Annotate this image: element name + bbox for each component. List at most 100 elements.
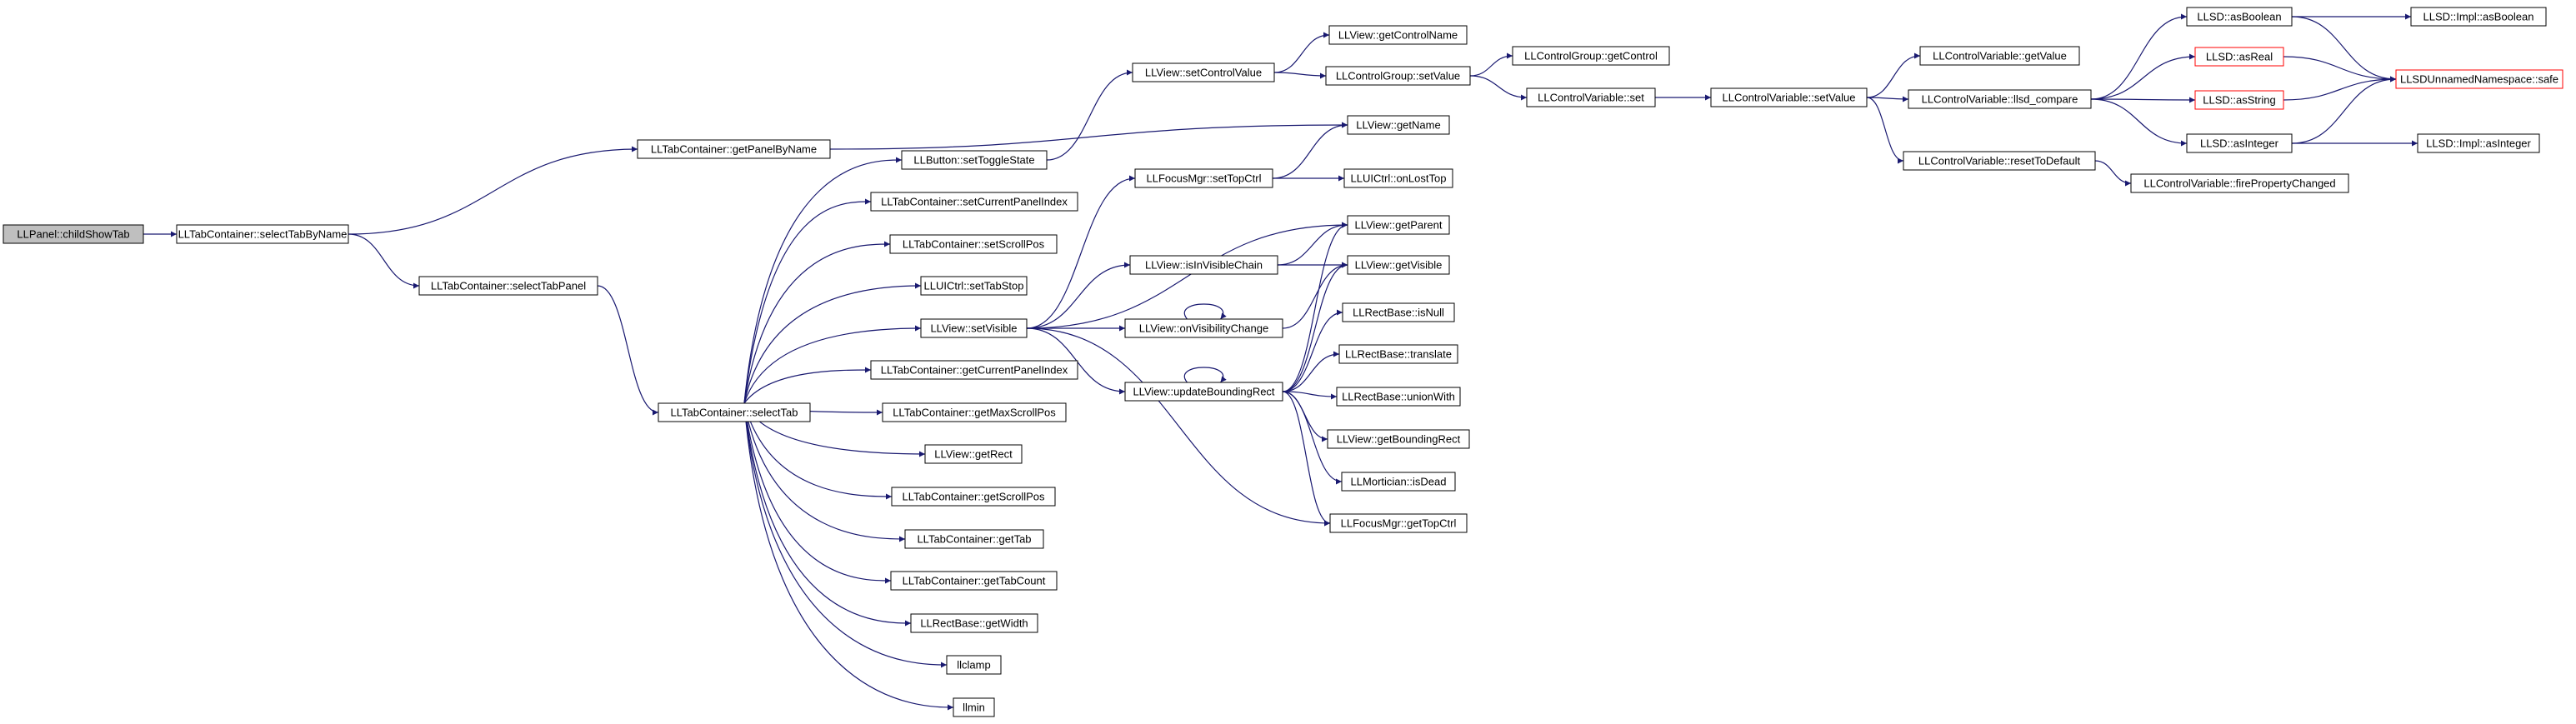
node-box[interactable] <box>1129 255 1278 275</box>
node-box[interactable] <box>1903 151 2096 171</box>
node-box[interactable] <box>1347 215 1450 235</box>
node-box[interactable] <box>910 613 1038 633</box>
node-box[interactable] <box>658 402 811 422</box>
node-box[interactable] <box>953 697 995 717</box>
node-box[interactable] <box>1342 302 1455 322</box>
node-box[interactable] <box>2410 7 2547 27</box>
node-box[interactable] <box>2395 69 2563 89</box>
graph-node[interactable]: LLTabContainer::setScrollPos <box>889 234 1058 254</box>
node-box[interactable] <box>1908 89 2092 109</box>
node-box[interactable] <box>1341 472 1456 492</box>
graph-node[interactable]: LLView::getVisible <box>1347 255 1450 275</box>
node-box[interactable] <box>946 655 1002 675</box>
graph-node[interactable]: LLTabContainer::selectTabByName <box>176 224 349 244</box>
graph-node[interactable]: LLSDUnnamedNamespace::safe <box>2395 69 2563 89</box>
node-box[interactable] <box>924 444 1023 464</box>
node-box[interactable] <box>920 276 1028 296</box>
graph-node[interactable]: LLRectBase::isNull <box>1342 302 1455 322</box>
graph-node[interactable]: LLView::getControlName <box>1328 25 1468 45</box>
node-box[interactable] <box>1124 382 1283 402</box>
graph-node[interactable]: LLControlVariable::llsd_compare <box>1908 89 2092 109</box>
graph-node[interactable]: LLUICtrl::onLostTop <box>1343 168 1453 188</box>
graph-node[interactable]: LLSD::asReal <box>2194 47 2284 67</box>
node-box[interactable] <box>1526 87 1656 107</box>
graph-node[interactable]: LLSD::asBoolean <box>2186 7 2293 27</box>
node-box[interactable] <box>3 224 144 244</box>
graph-node[interactable]: LLControlVariable::getValue <box>1919 46 2080 66</box>
graph-node[interactable]: LLPanel::childShowTab <box>3 224 144 244</box>
graph-node[interactable]: LLView::updateBoundingRect <box>1124 382 1283 402</box>
graph-node[interactable]: LLControlVariable::resetToDefault <box>1903 151 2096 171</box>
node-box[interactable] <box>1512 46 1670 66</box>
graph-node[interactable]: LLTabContainer::getTabCount <box>890 571 1058 591</box>
graph-node[interactable]: LLRectBase::translate <box>1338 344 1458 364</box>
graph-node[interactable]: LLTabContainer::getTab <box>904 529 1044 549</box>
graph-node[interactable]: LLControlVariable::setValue <box>1710 87 1868 107</box>
graph-node[interactable]: LLControlGroup::setValue <box>1325 66 1471 86</box>
node-box[interactable] <box>889 234 1058 254</box>
node-box[interactable] <box>2186 7 2293 27</box>
node-box[interactable] <box>1347 115 1450 135</box>
node-box[interactable] <box>1338 344 1458 364</box>
node-box[interactable] <box>1347 255 1450 275</box>
node-box[interactable] <box>882 402 1067 422</box>
graph-node[interactable]: LLView::onVisibilityChange <box>1124 318 1283 338</box>
node-box[interactable] <box>1343 168 1453 188</box>
node-box[interactable] <box>891 487 1056 507</box>
node-box[interactable] <box>418 276 598 296</box>
graph-node[interactable]: LLUICtrl::setTabStop <box>920 276 1028 296</box>
node-box[interactable] <box>1710 87 1868 107</box>
graph-node[interactable]: LLControlVariable::firePropertyChanged <box>2130 173 2349 193</box>
graph-node[interactable]: LLMortician::isDead <box>1341 472 1456 492</box>
graph-node[interactable]: LLTabContainer::getMaxScrollPos <box>882 402 1067 422</box>
graph-node[interactable]: LLView::getRect <box>924 444 1023 464</box>
node-box[interactable] <box>920 318 1028 338</box>
graph-node[interactable]: LLView::isInVisibleChain <box>1129 255 1278 275</box>
graph-node[interactable]: LLSD::Impl::asInteger <box>2417 133 2540 153</box>
graph-node[interactable]: LLTabContainer::selectTabPanel <box>418 276 598 296</box>
node-box[interactable] <box>2194 47 2284 67</box>
node-box[interactable] <box>1132 62 1275 82</box>
node-box[interactable] <box>637 139 831 159</box>
graph-node[interactable]: LLTabContainer::getPanelByName <box>637 139 831 159</box>
graph-node[interactable]: LLView::getParent <box>1347 215 1450 235</box>
graph-node[interactable]: LLTabContainer::setCurrentPanelIndex <box>870 192 1078 212</box>
graph-node[interactable]: LLButton::setToggleState <box>901 150 1048 170</box>
node-box[interactable] <box>1325 66 1471 86</box>
graph-node[interactable]: LLTabContainer::selectTab <box>658 402 811 422</box>
node-box[interactable] <box>870 192 1078 212</box>
node-box[interactable] <box>1919 46 2080 66</box>
graph-node[interactable]: LLFocusMgr::getTopCtrl <box>1329 513 1468 533</box>
node-box[interactable] <box>890 571 1058 591</box>
node-box[interactable] <box>904 529 1044 549</box>
graph-node[interactable]: llmin <box>953 697 995 717</box>
node-box[interactable] <box>2417 133 2540 153</box>
graph-node[interactable]: LLSD::asInteger <box>2186 133 2293 153</box>
graph-node[interactable]: LLView::setVisible <box>920 318 1028 338</box>
node-box[interactable] <box>901 150 1048 170</box>
graph-node[interactable]: LLRectBase::unionWith <box>1336 387 1461 407</box>
node-box[interactable] <box>2186 133 2293 153</box>
graph-node[interactable]: LLSD::asString <box>2194 90 2284 110</box>
graph-node[interactable]: LLSD::Impl::asBoolean <box>2410 7 2547 27</box>
graph-node[interactable]: LLView::setControlValue <box>1132 62 1275 82</box>
node-box[interactable] <box>1336 387 1461 407</box>
graph-node[interactable]: llclamp <box>946 655 1002 675</box>
graph-node[interactable]: LLView::getBoundingRect <box>1327 429 1470 449</box>
node-box[interactable] <box>1329 513 1468 533</box>
graph-node[interactable]: LLFocusMgr::setTopCtrl <box>1134 168 1273 188</box>
graph-node[interactable]: LLTabContainer::getCurrentPanelIndex <box>870 360 1078 380</box>
graph-node[interactable]: LLControlGroup::getControl <box>1512 46 1670 66</box>
node-box[interactable] <box>1124 318 1283 338</box>
graph-node[interactable]: LLView::getName <box>1347 115 1450 135</box>
node-box[interactable] <box>2130 173 2349 193</box>
graph-node[interactable]: LLControlVariable::set <box>1526 87 1656 107</box>
node-box[interactable] <box>2194 90 2284 110</box>
graph-node[interactable]: LLRectBase::getWidth <box>910 613 1038 633</box>
node-box[interactable] <box>1134 168 1273 188</box>
node-box[interactable] <box>870 360 1078 380</box>
node-box[interactable] <box>1328 25 1468 45</box>
graph-node[interactable]: LLTabContainer::getScrollPos <box>891 487 1056 507</box>
node-box[interactable] <box>1327 429 1470 449</box>
node-box[interactable] <box>176 224 349 244</box>
